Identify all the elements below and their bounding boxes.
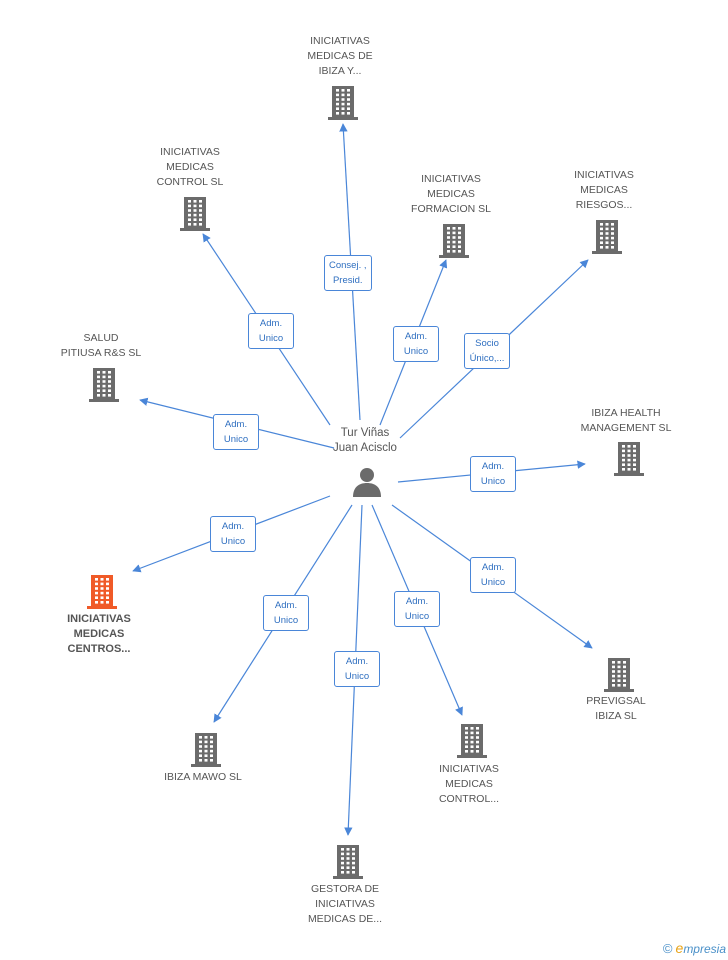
company-label-ibiza-y[interactable]: INICIATIVAS MEDICAS DE IBIZA Y... [307,35,373,77]
building-icon[interactable] [178,195,212,231]
relation-label-previgsal[interactable]: Adm. Unico [470,557,516,593]
person-name: Tur Viñas Juan Acisclo [333,427,397,454]
relation-label-centros[interactable]: Adm. Unico [210,516,256,552]
person-icon[interactable] [352,466,382,498]
brand-logo[interactable]: ©empresia [663,940,726,956]
company-label-mawo[interactable]: IBIZA MAWO SL [164,771,242,783]
brand-initial: e [675,940,684,956]
company-label-centros[interactable]: INICIATIVAS MEDICAS CENTROS... [67,613,131,655]
company-label-control-dots[interactable]: INICIATIVAS MEDICAS CONTROL... [438,763,500,805]
relation-label-formacion[interactable]: Adm. Unico [393,326,439,362]
copyright-icon: © [662,941,673,956]
building-icon[interactable] [437,222,471,258]
relation-label-salud[interactable]: Adm. Unico [213,414,259,450]
relation-label-control-dots[interactable]: Adm. Unico [394,591,440,627]
company-label-control-sl[interactable]: INICIATIVAS MEDICAS CONTROL SL [156,146,224,188]
building-icon[interactable] [87,366,121,402]
building-icon[interactable] [455,722,489,758]
building-icon[interactable] [189,731,223,767]
relation-label-ibiza-health[interactable]: Adm. Unico [470,456,516,492]
building-icon[interactable] [602,656,636,692]
company-label-ibiza-health[interactable]: IBIZA HEALTH MANAGEMENT SL [580,407,672,434]
company-label-salud[interactable]: SALUD PITIUSA R&S SL [60,332,142,359]
relation-label-mawo[interactable]: Adm. Unico [263,595,309,631]
company-label-previgsal[interactable]: PREVIGSAL IBIZA SL [586,695,646,722]
relation-label-ibiza-y[interactable]: Consej. , Presid. [324,255,372,291]
relation-label-gestora[interactable]: Adm. Unico [334,651,380,687]
building-icon[interactable] [331,843,365,879]
company-label-formacion[interactable]: INICIATIVAS MEDICAS FORMACION SL [411,173,491,215]
relation-label-control-sl[interactable]: Adm. Unico [248,313,294,349]
company-label-riesgos[interactable]: INICIATIVAS MEDICAS RIESGOS... [574,169,634,211]
building-icon[interactable] [326,84,360,120]
brand-name: mpresia [683,942,726,956]
company-label-gestora[interactable]: GESTORA DE INICIATIVAS MEDICAS DE... [307,883,383,925]
relation-label-riesgos[interactable]: Socio Único,... [464,333,510,369]
building-icon[interactable] [590,218,624,254]
building-icon[interactable] [85,573,119,609]
building-icon[interactable] [612,440,646,476]
